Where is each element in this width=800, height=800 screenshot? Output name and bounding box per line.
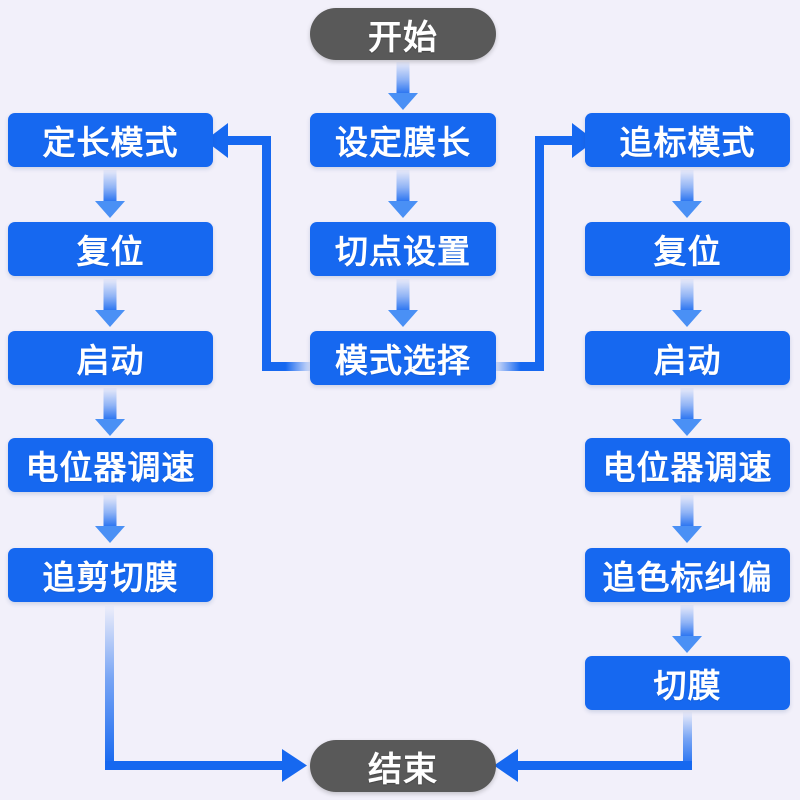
process-right-potentiometer-speed[interactable]: 电位器调速 [585,438,790,492]
process-left-reset[interactable]: 复位 [8,222,213,276]
arrow-left-potentiometer-to-trim [92,495,128,543]
process-cut-film[interactable]: 切膜 [585,656,790,710]
terminal-end[interactable]: 结束 [310,740,496,792]
process-mode-selection[interactable]: 模式选择 [310,331,496,385]
process-set-film-length[interactable]: 设定膜长 [310,113,496,167]
process-cut-point-setting[interactable]: 切点设置 [310,222,496,276]
process-tracking-mode[interactable]: 追标模式 [585,113,790,167]
connector-mode-to-tracking [492,123,595,371]
arrow-color-mark-to-cut-film [669,605,705,653]
connector-mode-to-fixed-length [205,123,314,371]
process-left-potentiometer-speed[interactable]: 电位器调速 [8,438,213,492]
arrow-left-start-to-potentiometer [92,388,128,436]
arrow-set-length-to-cut-point [385,170,421,218]
arrow-left-mode-to-reset [92,170,128,218]
arrow-right-start-to-potentiometer [669,388,705,436]
process-right-start[interactable]: 启动 [585,331,790,385]
connector-trim-to-end [105,606,307,782]
process-left-start[interactable]: 启动 [8,331,213,385]
arrow-right-potentiometer-to-color-mark [669,495,705,543]
terminal-start[interactable]: 开始 [310,8,496,60]
arrow-cut-point-to-mode-select [385,279,421,327]
process-trim-cut-film[interactable]: 追剪切膜 [8,548,213,602]
process-right-reset[interactable]: 复位 [585,222,790,276]
arrow-right-mode-to-reset [669,170,705,218]
arrow-right-reset-to-start [669,279,705,327]
arrow-start-to-set-length [385,62,421,110]
arrow-left-reset-to-start [92,279,128,327]
connector-cut-to-end [494,712,692,782]
process-color-mark-correction[interactable]: 追色标纠偏 [585,548,790,602]
process-fixed-length-mode[interactable]: 定长模式 [8,113,213,167]
